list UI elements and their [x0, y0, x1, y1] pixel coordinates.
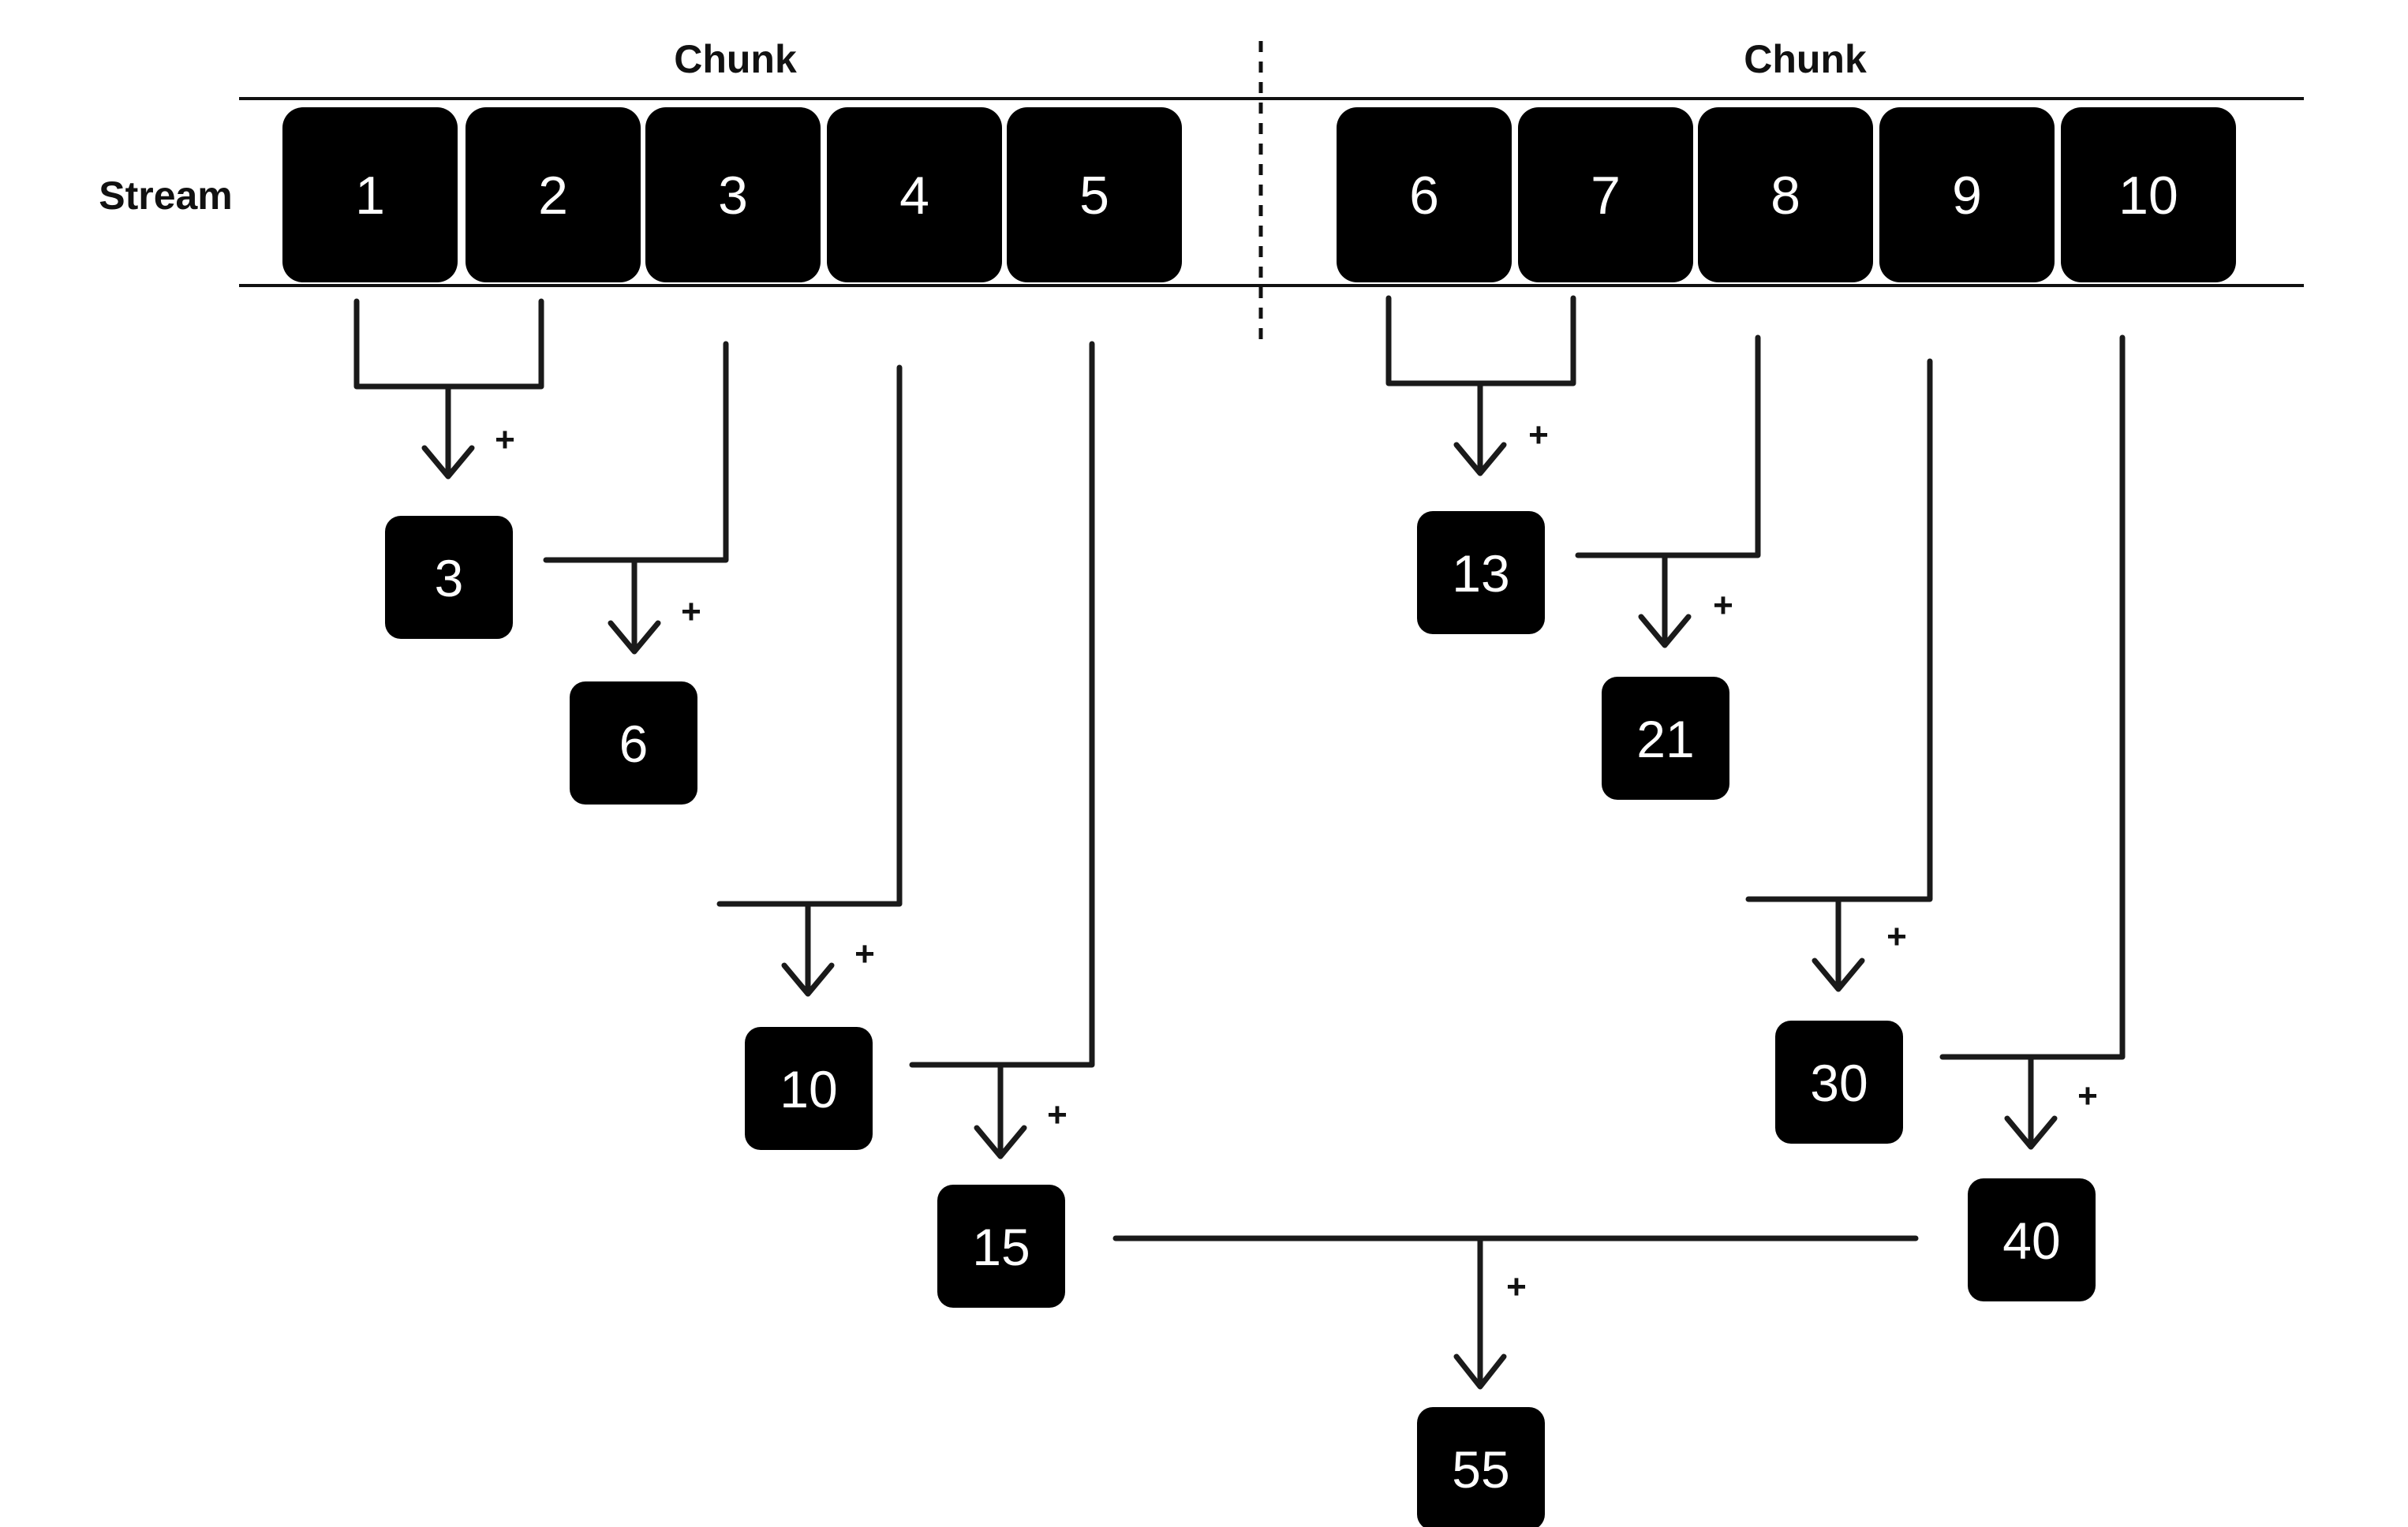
- stream-box: [1337, 107, 1512, 282]
- stream-box: [466, 107, 641, 282]
- total-sum-value: 55: [1452, 1440, 1509, 1499]
- partial-sum-value: 40: [2002, 1212, 2060, 1270]
- partial-sum-value: 13: [1452, 544, 1509, 603]
- partial-sum-value: 10: [780, 1060, 837, 1118]
- stream-value: 8: [1770, 166, 1800, 226]
- add-arrow: [1453, 1235, 1507, 1390]
- partial-sum-box: [1968, 1178, 2096, 1301]
- connector-1-2: [353, 298, 544, 390]
- add-arrow: [2004, 1054, 2058, 1150]
- stream-box: [1879, 107, 2055, 282]
- add-arrow: [421, 383, 475, 480]
- stream-box: [827, 107, 1002, 282]
- partial-sum-box: [1602, 677, 1729, 800]
- stream-item: 10: [2061, 107, 2236, 282]
- plus-sign: +: [681, 592, 701, 631]
- stream-box: [645, 107, 821, 282]
- stream-item: 4: [827, 107, 1002, 282]
- stream-row: 1 2 3 4 5 6 7 8: [282, 107, 2236, 282]
- stream-item: 8: [1698, 107, 1873, 282]
- stream-item: 3: [645, 107, 821, 282]
- partial-sum-box: [937, 1185, 1065, 1308]
- plus-sign: +: [495, 420, 515, 459]
- plus-sign: +: [2077, 1077, 2098, 1115]
- add-arrow: [974, 1062, 1027, 1159]
- stream-label: Stream: [99, 174, 233, 218]
- stream-item: 5: [1007, 107, 1182, 282]
- stream-value: 5: [1079, 166, 1109, 226]
- partial-sum-value: 15: [972, 1218, 1030, 1276]
- partial-sum-value: 3: [435, 549, 464, 607]
- stream-box: [1698, 107, 1873, 282]
- add-arrow: [781, 901, 835, 997]
- plus-sign: +: [1713, 586, 1733, 625]
- partial-sum-box: [1775, 1021, 1903, 1144]
- stream-value: 2: [538, 166, 568, 226]
- plus-sign: +: [1047, 1096, 1068, 1134]
- partial-sum-value: 6: [619, 715, 649, 773]
- stream-value: 9: [1952, 166, 1982, 226]
- stream-box: [1007, 107, 1182, 282]
- plus-sign: +: [1506, 1268, 1527, 1306]
- stream-value: 3: [718, 166, 748, 226]
- stream-item: 1: [282, 107, 458, 282]
- total-sum-box: [1417, 1407, 1545, 1527]
- stream-item: 9: [1879, 107, 2055, 282]
- connector-6-7: [1385, 295, 1576, 386]
- partial-sum-box: [385, 516, 513, 639]
- add-arrow: [608, 557, 661, 655]
- stream-box: [282, 107, 458, 282]
- stream-value: 1: [355, 166, 385, 226]
- stream-item: 6: [1337, 107, 1512, 282]
- plus-sign: +: [1528, 416, 1549, 454]
- stream-value: 6: [1409, 166, 1439, 226]
- connector-10: [1939, 334, 2126, 1060]
- plus-sign: +: [1886, 917, 1907, 956]
- partial-sum-value: 21: [1636, 710, 1694, 768]
- partial-sum-value: 30: [1810, 1054, 1868, 1112]
- connector-8: [1575, 334, 1761, 558]
- stream-value: 7: [1591, 166, 1621, 226]
- connector-4: [716, 364, 903, 907]
- stream-item: 7: [1518, 107, 1693, 282]
- add-arrow: [1812, 896, 1865, 992]
- plus-sign: +: [854, 935, 875, 973]
- stream-box: [2061, 107, 2236, 282]
- connector-9: [1745, 358, 1933, 902]
- stream-item: 2: [466, 107, 641, 282]
- partial-sum-box: [570, 681, 697, 805]
- connector-3: [543, 341, 729, 563]
- stream-value: 4: [899, 166, 929, 226]
- add-arrow: [1638, 552, 1692, 648]
- add-arrow: [1453, 380, 1507, 476]
- stream-box: [1518, 107, 1693, 282]
- chunk-1-label: Chunk: [674, 37, 797, 81]
- connector-5: [909, 341, 1095, 1068]
- partial-sum-box: [745, 1027, 873, 1150]
- stream-value: 10: [2118, 166, 2178, 226]
- partial-sum-box: [1417, 511, 1545, 634]
- chunk-2-label: Chunk: [1744, 37, 1867, 81]
